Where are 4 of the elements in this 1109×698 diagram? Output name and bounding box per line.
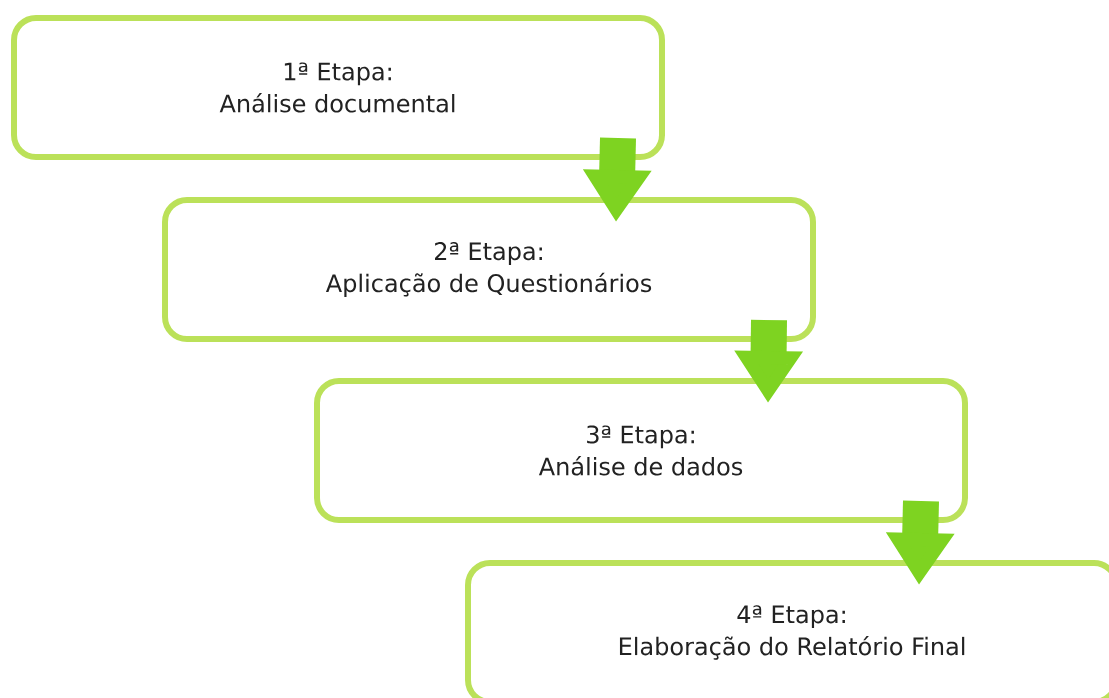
process-box: 1ª Etapa: Análise documental [11, 15, 665, 160]
process-box: 4ª Etapa: Elaboração do Relatório Final [465, 560, 1109, 698]
process-box: 2ª Etapa: Aplicação de Questionários [162, 197, 816, 342]
process-box: 3ª Etapa: Análise de dados [314, 378, 968, 523]
